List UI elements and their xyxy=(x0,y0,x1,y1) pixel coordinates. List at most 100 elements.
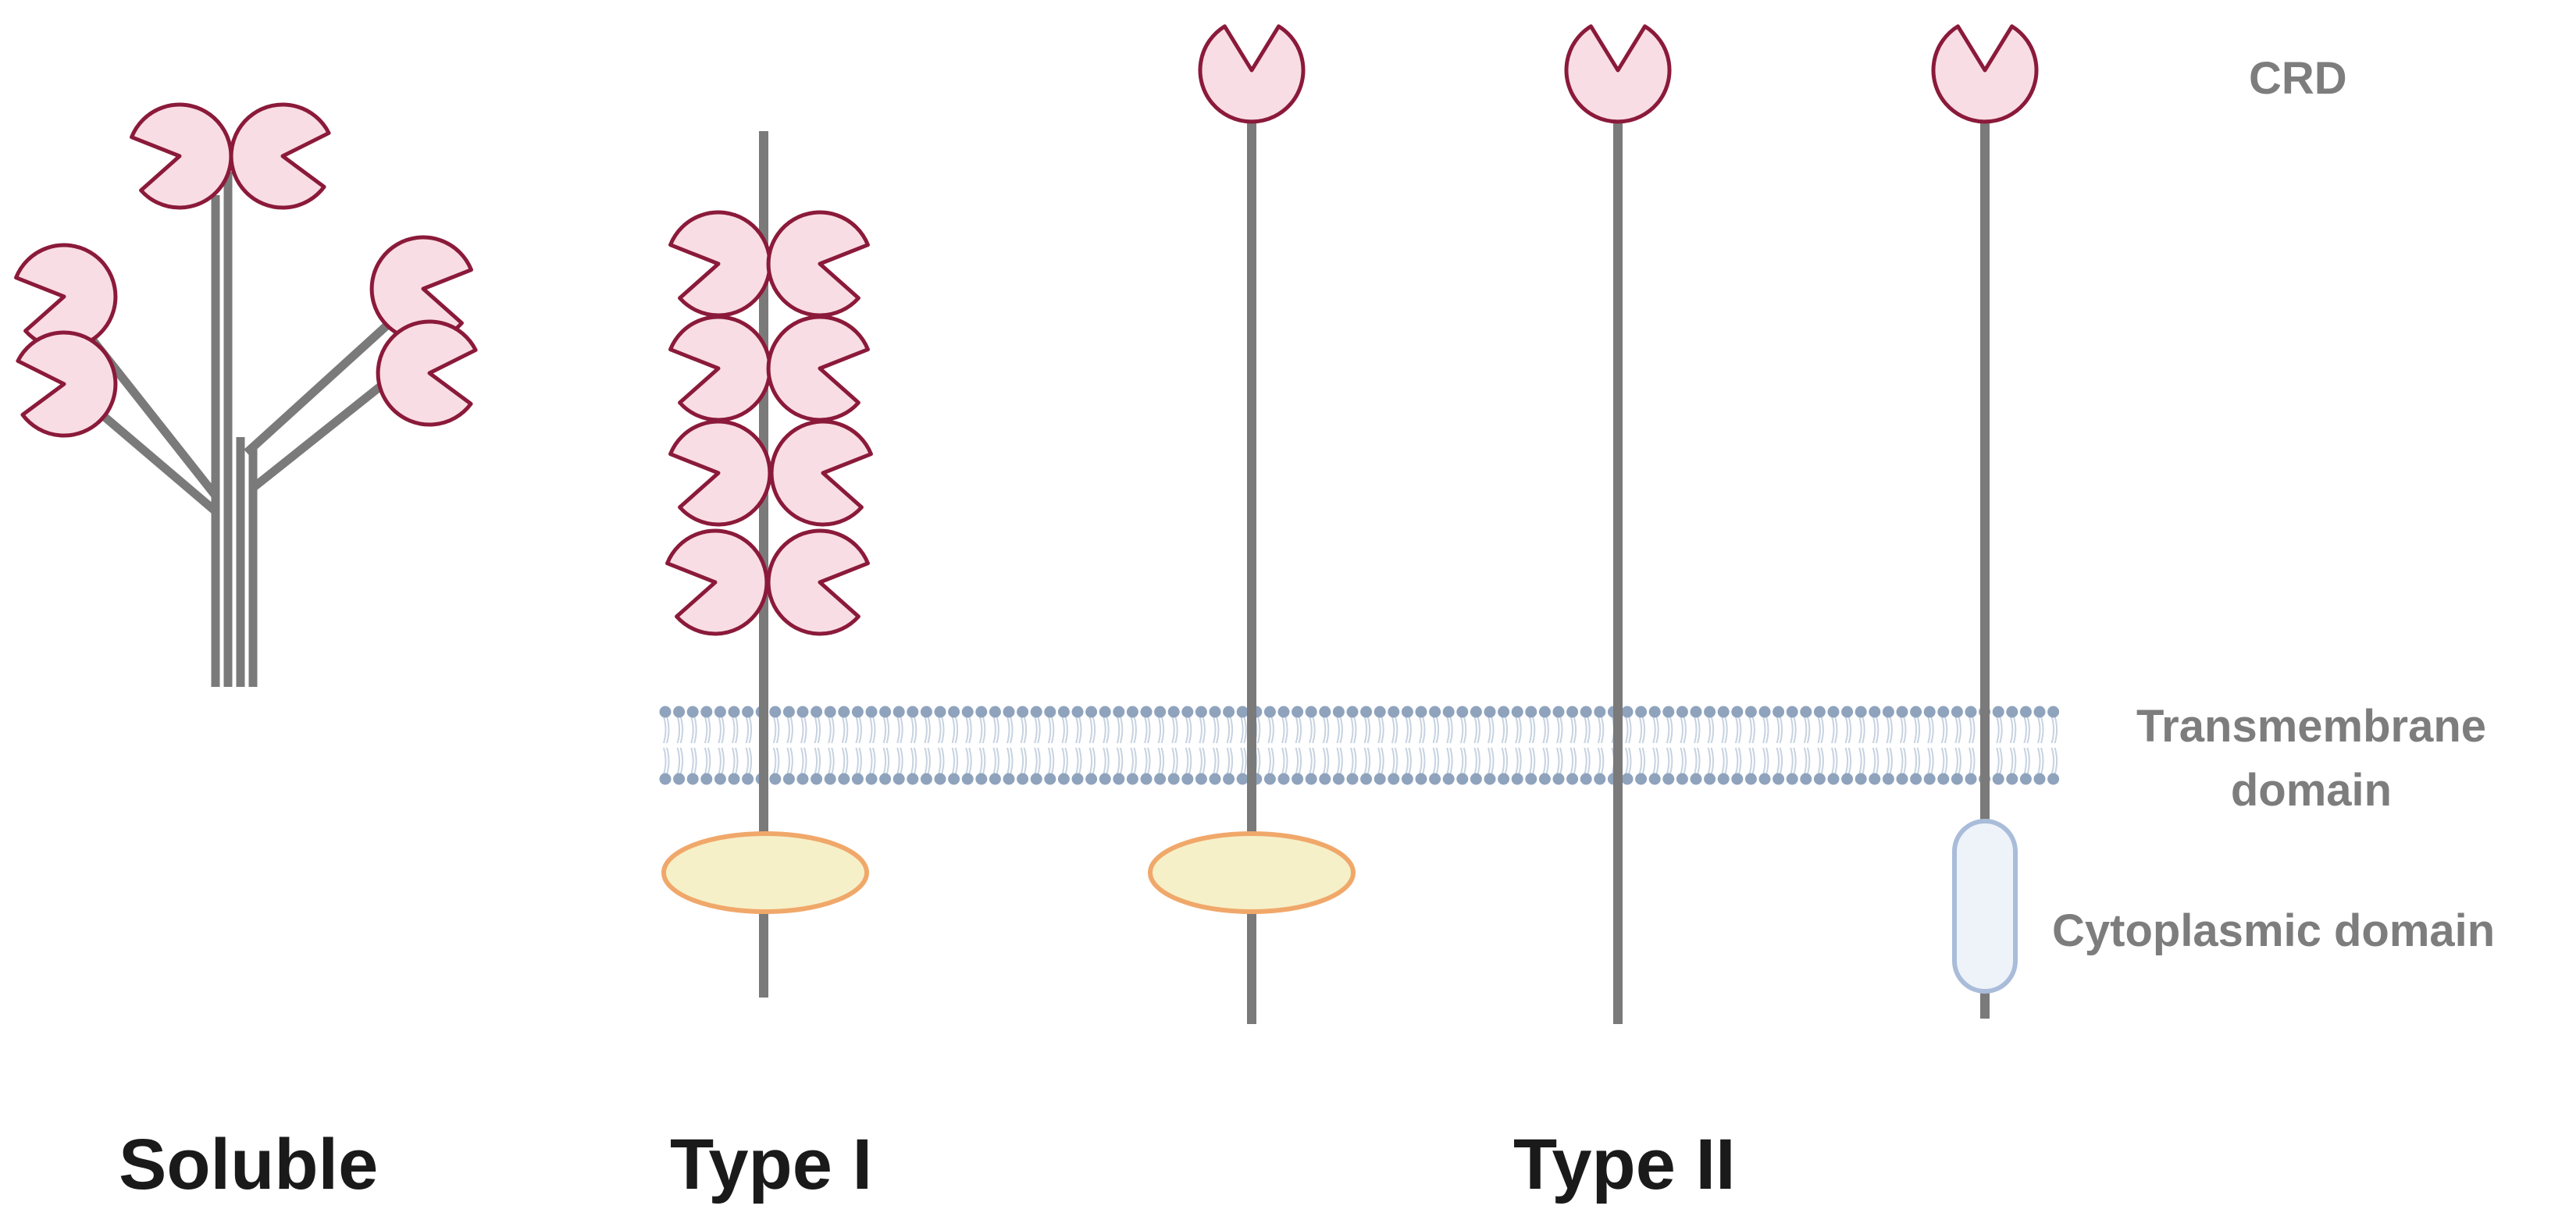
lipid-head xyxy=(659,773,672,785)
lipid-tail xyxy=(924,716,931,744)
lipid-tail xyxy=(1803,747,1811,775)
lipid-head xyxy=(1621,773,1634,785)
lipid-tail xyxy=(663,747,670,775)
lipid-head xyxy=(1223,706,1235,718)
lipid-tail xyxy=(1047,716,1055,744)
lipid-head xyxy=(961,706,974,718)
lipid-tail xyxy=(1762,747,1769,775)
type2-receptor-c xyxy=(1933,27,2036,1019)
lipid-head xyxy=(1305,706,1317,718)
lipid-tail xyxy=(1281,716,1288,744)
lipid-tail xyxy=(1020,747,1028,775)
lipid-tail xyxy=(2050,716,2058,744)
lipid-tail xyxy=(1790,747,1797,775)
lipid-head xyxy=(2006,706,2018,718)
lipid-head xyxy=(1965,706,1977,718)
lipid-head xyxy=(1827,773,1840,785)
lipid-head xyxy=(1470,773,1482,785)
lipid-head xyxy=(1236,773,1249,785)
lipid-tail xyxy=(841,716,849,744)
lipid-tail xyxy=(1817,747,1824,775)
lipid-head xyxy=(1292,706,1304,718)
crd-icon xyxy=(227,101,331,212)
lipid-head xyxy=(1744,706,1757,718)
lipid-tail xyxy=(1652,747,1659,775)
lipid-head xyxy=(1388,706,1400,718)
lipid-tail xyxy=(965,747,972,775)
lipid-tail xyxy=(786,716,793,744)
lipid-tail xyxy=(676,716,684,744)
lipid-tail xyxy=(1377,747,1384,775)
lipid-tail xyxy=(1625,747,1632,775)
lipid-head xyxy=(1030,773,1042,785)
lipid-head xyxy=(1773,773,1785,785)
lipid-head xyxy=(782,773,795,785)
lipid-head xyxy=(1126,773,1138,785)
cytoplasmic-label: Cytoplasmic domain xyxy=(2052,905,2496,956)
lipid-head xyxy=(907,773,919,785)
lipid-head xyxy=(920,773,932,785)
lipid-head xyxy=(1923,773,1936,785)
type1-label: Type I xyxy=(670,1125,873,1204)
lipid-head xyxy=(673,773,686,785)
lipid-head xyxy=(700,773,713,785)
lipid-head xyxy=(1580,773,1592,785)
lipid-head xyxy=(2047,773,2060,785)
lipid-head xyxy=(1360,706,1373,718)
lipid-head xyxy=(1498,773,1510,785)
lipid-head xyxy=(686,773,699,785)
lipid-head xyxy=(1167,706,1180,718)
lipid-tail xyxy=(1748,716,1755,744)
lipid-tail xyxy=(869,716,876,744)
lipid-head xyxy=(1017,773,1029,785)
lipid-tail xyxy=(1157,747,1165,775)
type2-cytoplasmic-domain xyxy=(1148,831,1356,914)
lipid-tail xyxy=(1734,716,1742,744)
lipid-head xyxy=(1855,773,1867,785)
lipid-head xyxy=(1360,773,1373,785)
lipid-tail xyxy=(896,716,903,744)
lipid-tail xyxy=(1776,747,1783,775)
membrane-bilayer xyxy=(659,706,2060,785)
crd-icon xyxy=(761,523,872,641)
lipid-tail xyxy=(1267,716,1274,744)
lipid-tail xyxy=(1913,716,1921,744)
lipid-tail xyxy=(1226,747,1234,775)
lipid-head xyxy=(1223,773,1235,785)
lipid-head xyxy=(2033,706,2046,718)
lipid-tail xyxy=(1556,747,1563,775)
lipid-head xyxy=(934,706,946,718)
lipid-tail xyxy=(1240,716,1247,744)
lipid-head xyxy=(1292,773,1304,785)
lipid-head xyxy=(1621,706,1634,718)
crd-icon xyxy=(764,414,875,532)
lipid-tail xyxy=(1295,716,1302,744)
lipid-head xyxy=(782,706,795,718)
lipid-tail xyxy=(855,747,862,775)
lipid-head xyxy=(769,773,782,785)
lipid-tail xyxy=(1597,747,1605,775)
soluble-branch xyxy=(250,365,406,492)
lipid-head xyxy=(1044,773,1056,785)
lipid-tail xyxy=(1542,747,1549,775)
lipid-tail xyxy=(1584,716,1591,744)
lipid-tail xyxy=(732,716,739,744)
lipid-tail xyxy=(910,747,917,775)
lipid-tail xyxy=(1954,747,1961,775)
crd-icon xyxy=(761,309,872,427)
crd-icon xyxy=(761,204,872,322)
lipid-tail xyxy=(1762,716,1769,744)
lipid-head xyxy=(851,706,864,718)
lipid-head xyxy=(975,706,988,718)
lipid-head xyxy=(1773,706,1785,718)
lipid-head xyxy=(1181,773,1194,785)
lipid-tail xyxy=(690,747,697,775)
lipid-tail xyxy=(1707,747,1715,775)
lipid-head xyxy=(1181,706,1194,718)
lipid-head xyxy=(824,773,836,785)
lipid-tail xyxy=(1405,747,1412,775)
lipid-head xyxy=(714,706,726,718)
lipid-tail xyxy=(1116,747,1124,775)
cytoplasmic-domain-capsule xyxy=(1952,819,2018,994)
soluble-crd-group xyxy=(12,97,478,439)
